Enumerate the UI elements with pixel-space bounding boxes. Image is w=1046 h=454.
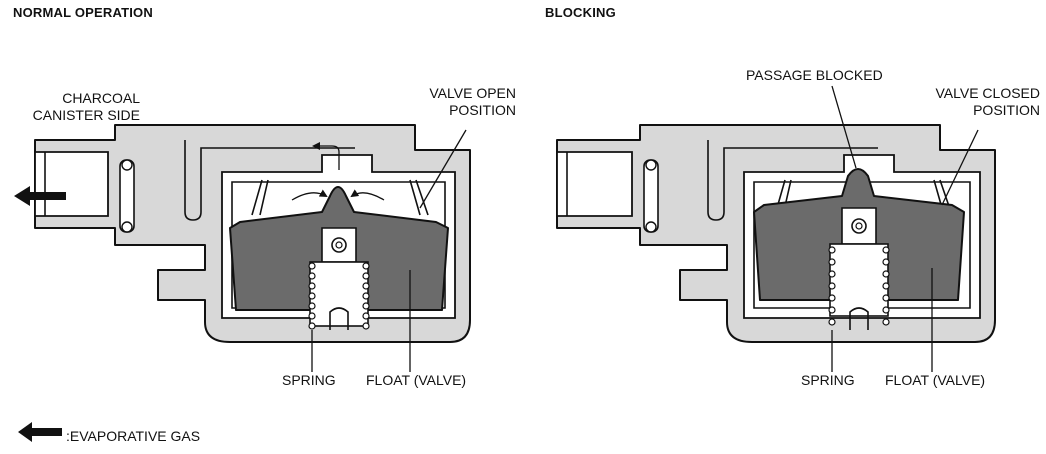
left-outlet-arrow-icon <box>14 186 66 206</box>
right-o-ring <box>643 159 659 233</box>
valve-open-label-line1: VALVE OPEN <box>429 85 516 101</box>
right-valve-leader <box>941 129 979 206</box>
valve-open-label: VALVE OPEN POSITION <box>396 85 516 119</box>
canister-side-label-line1: CHARCOAL <box>62 90 140 106</box>
left-valve-assembly <box>14 124 471 372</box>
valve-closed-label-line1: VALVE CLOSED <box>935 85 1040 101</box>
valve-closed-label: VALVE CLOSED POSITION <box>900 85 1040 119</box>
right-chamber-lining <box>753 181 971 309</box>
left-arrow-icon <box>18 422 62 442</box>
right-valve-assembly <box>556 85 996 372</box>
valve-open-label-line2: POSITION <box>449 102 516 118</box>
left-spring-cavity <box>309 261 369 327</box>
canister-side-label-line2: CANISTER SIDE <box>32 107 140 123</box>
left-pipe-bore <box>34 151 109 217</box>
right-float-label: FLOAT (VALVE) <box>885 372 986 388</box>
left-float-label: FLOAT (VALVE) <box>366 372 467 388</box>
valve-closed-label-line2: POSITION <box>973 102 1040 118</box>
right-spring-cavity <box>829 243 889 317</box>
left-valve-leader <box>419 129 467 209</box>
right-pipe-bore <box>556 151 633 217</box>
right-spring <box>828 246 890 326</box>
left-panel-heading: NORMAL OPERATION <box>13 5 153 20</box>
legend-text: :EVAPORATIVE GAS <box>66 428 201 444</box>
passage-blocked-leader <box>831 85 857 169</box>
passage-blocked-label: PASSAGE BLOCKED <box>746 67 883 83</box>
right-spring-label: SPRING <box>801 372 855 388</box>
left-spring <box>308 262 370 330</box>
right-panel-heading: BLOCKING <box>545 5 616 20</box>
left-flow-arrow-out <box>312 142 340 170</box>
left-o-ring <box>119 159 135 233</box>
left-spring-label: SPRING <box>282 372 336 388</box>
left-flow-arrow-in-right <box>350 189 385 201</box>
left-flow-arrow-in-left <box>291 189 328 201</box>
canister-side-label: CHARCOAL CANISTER SIDE <box>30 90 140 124</box>
